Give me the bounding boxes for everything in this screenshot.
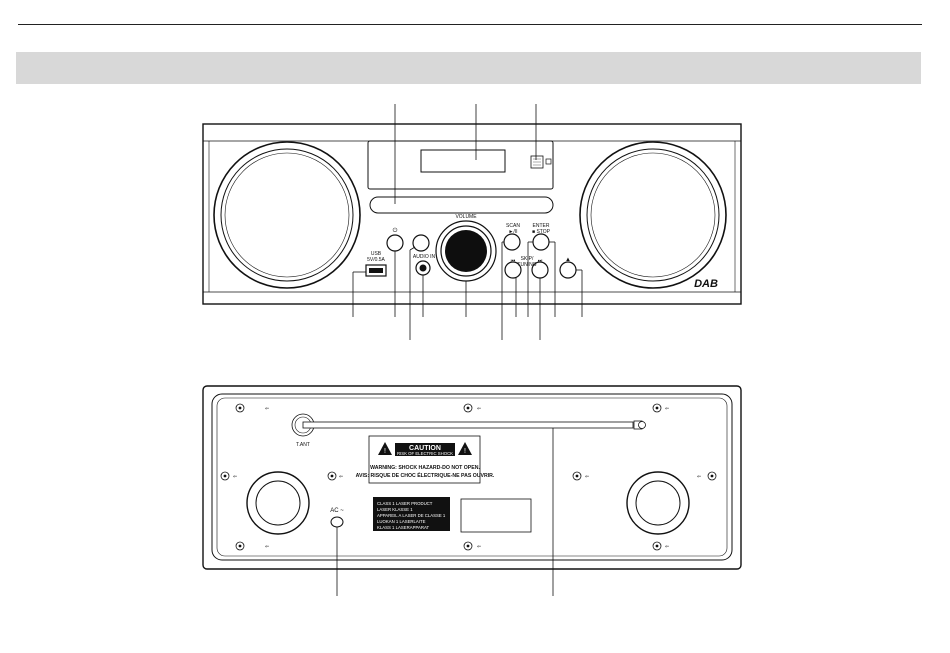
dab-logo: DAB bbox=[694, 278, 718, 290]
svg-text:!: ! bbox=[384, 448, 386, 455]
screw-arrow-icon: ⇐ bbox=[265, 544, 269, 550]
caution-title: CAUTION bbox=[409, 445, 441, 452]
screw-arrow-icon: ⇐ bbox=[339, 474, 343, 480]
screw-arrow-icons: ⇐ ⇐ ⇐ ⇐ ⇐ ⇐ ⇐ ⇐ ⇐ ⇐ bbox=[233, 406, 701, 550]
left-speaker bbox=[213, 141, 361, 289]
laser-line3: APPAREIL A LASER DE CLASSE 1 bbox=[377, 513, 446, 518]
eject-button[interactable] bbox=[559, 261, 577, 279]
mode-button[interactable] bbox=[412, 234, 430, 252]
caution-label: ! ! bbox=[368, 435, 481, 484]
svg-text:!: ! bbox=[464, 448, 466, 455]
front-callout-lines-bottom bbox=[352, 241, 583, 340]
top-rule bbox=[18, 24, 922, 25]
display-panel bbox=[367, 140, 554, 190]
screw-arrow-icon: ⇐ bbox=[697, 474, 701, 480]
rating-label-box bbox=[460, 498, 532, 533]
caution-sub-line1: RISK OF ELECTRIC SHOCK bbox=[397, 451, 453, 456]
rear-callout-lines bbox=[336, 428, 554, 596]
enter-label-line1: ENTER bbox=[533, 223, 550, 229]
ac-label: AC ~ bbox=[330, 508, 344, 514]
eject-icon: ▲ bbox=[565, 257, 571, 263]
stop-button[interactable] bbox=[532, 233, 550, 251]
skip-back-button[interactable] bbox=[504, 261, 522, 279]
laser-label bbox=[373, 497, 450, 531]
right-speaker bbox=[579, 141, 727, 289]
skip-label-line1: SKIP/ bbox=[521, 256, 534, 262]
rear-panel: T.ANT ! ! CAUTION RISK OF ELECTRIC SHOCK… bbox=[202, 385, 742, 570]
lcd-screen bbox=[420, 149, 506, 173]
rear-inner-panel bbox=[211, 393, 733, 561]
rear-body-outline bbox=[202, 385, 742, 570]
screw-arrow-icon: ⇐ bbox=[665, 406, 669, 412]
volume-knob[interactable] bbox=[435, 220, 497, 282]
power-icon: ⏻ bbox=[393, 227, 398, 234]
warning-line1: WARNING: SHOCK HAZARD-DO NOT OPEN. bbox=[370, 465, 480, 471]
screw-arrow-icon: ⇐ bbox=[265, 406, 269, 412]
ac-power-socket[interactable] bbox=[330, 516, 344, 528]
screw-arrow-icon: ⇐ bbox=[233, 474, 237, 480]
power-button[interactable] bbox=[386, 234, 404, 252]
screw-arrow-icon: ⇐ bbox=[477, 544, 481, 550]
usb-port-inner bbox=[369, 268, 383, 273]
laser-line1: CLASS 1 LASER PRODUCT bbox=[377, 501, 433, 506]
front-callout-lines-top bbox=[394, 104, 537, 204]
volume-label: VOLUME bbox=[455, 214, 477, 220]
skip-label-line2: TUNING bbox=[517, 262, 536, 268]
warning-line2: AVIS: RISQUE DE CHOC ÉLECTRIQUE-NE PAS O… bbox=[356, 471, 495, 479]
front-panel: USB 5V/0.5A ⏻ AUDIO IN VOLUME SCAN ►/II … bbox=[202, 123, 742, 305]
caution-sub-line2: DO NOT OPEN bbox=[410, 455, 440, 460]
laser-line4: LUOKAN 1 LASERLAITE bbox=[377, 519, 426, 524]
audio-in-jack-hole bbox=[419, 264, 427, 272]
audio-in-label: AUDIO IN bbox=[413, 254, 436, 260]
screw-arrow-icon: ⇐ bbox=[477, 406, 481, 412]
front-body-outline bbox=[202, 123, 742, 305]
section-header-bar bbox=[16, 52, 921, 84]
right-rear-port bbox=[626, 471, 690, 535]
left-rear-port bbox=[246, 471, 310, 535]
scan-label-line2: ►/II bbox=[508, 229, 517, 235]
usb-label-line1: USB bbox=[371, 251, 382, 257]
next-icon: ⏭ bbox=[538, 258, 543, 264]
screw-arrow-icon: ⇐ bbox=[665, 544, 669, 550]
cd-slot bbox=[369, 196, 554, 214]
enter-label-line2: ■ STOP bbox=[532, 229, 551, 235]
laser-line5: KLASS 1 LASERAPPARAT bbox=[377, 525, 430, 530]
play-pause-button[interactable] bbox=[503, 233, 521, 251]
telescopic-antenna[interactable] bbox=[291, 413, 646, 437]
usb-label-line2: 5V/0.5A bbox=[367, 257, 385, 263]
rear-inner-trim bbox=[216, 397, 728, 557]
remote-sensor-icon bbox=[530, 155, 552, 169]
scan-label-line1: SCAN bbox=[506, 223, 520, 229]
screw-arrow-icon: ⇐ bbox=[585, 474, 589, 480]
rear-screw-inners bbox=[223, 406, 714, 548]
laser-line2: LASER KLASSE 1 bbox=[377, 507, 413, 512]
prev-icon: ⏮ bbox=[511, 258, 516, 264]
antenna-label: T.ANT bbox=[296, 442, 310, 448]
